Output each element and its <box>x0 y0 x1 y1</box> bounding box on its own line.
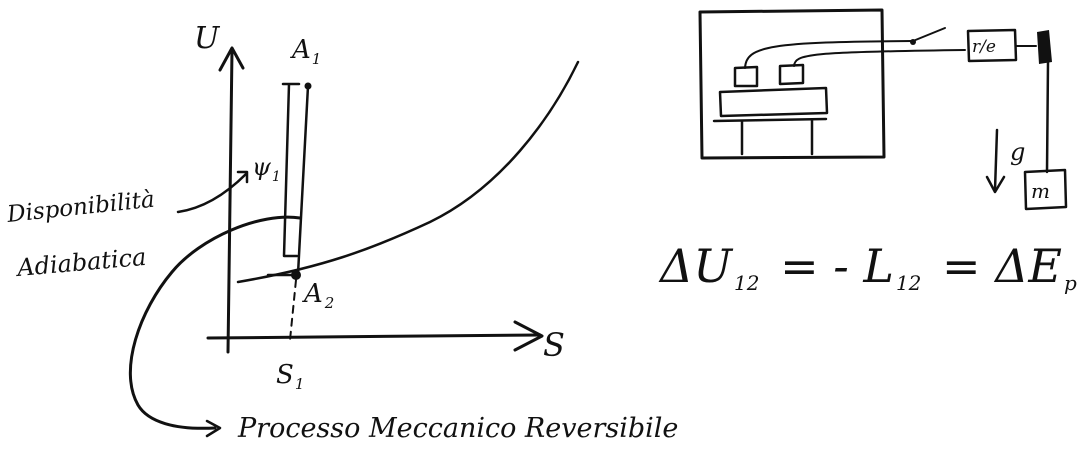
right-block <box>778 63 805 86</box>
a1-label: A1 <box>290 35 321 68</box>
availability-pointer <box>176 172 248 214</box>
point-a1 <box>304 82 312 90</box>
switch-lever <box>912 27 946 42</box>
s-axis-arrowhead <box>513 320 544 352</box>
wire-left <box>744 40 913 69</box>
process-label: Processo Meccanico Reversibile <box>237 413 678 444</box>
gravity-arrow <box>993 128 999 192</box>
rope <box>1045 60 1050 174</box>
apparatus-sketch: r/e m g <box>698 8 1068 211</box>
s-axis <box>206 333 542 340</box>
process-curve <box>128 215 302 430</box>
psi-label: ψ1 <box>252 153 281 185</box>
switch-box <box>966 28 1018 63</box>
pulley <box>1037 30 1052 64</box>
platform-block <box>718 86 829 118</box>
availability-arrowhead <box>236 170 249 184</box>
s1-dashed-line <box>289 279 297 341</box>
availability-label-line2: Adiabatica <box>14 243 147 282</box>
support-legs <box>740 118 814 156</box>
process-arrowhead <box>205 419 222 438</box>
s1-label: S1 <box>276 360 304 393</box>
switch-label: r/e <box>972 37 996 57</box>
support-bar <box>712 117 828 123</box>
equilibrium-curve <box>236 60 580 284</box>
point-a2 <box>291 270 301 280</box>
availability-label-line1: Disponibilità <box>5 187 156 228</box>
mass-box <box>1023 168 1068 211</box>
u-axis-label: U <box>194 21 221 56</box>
gravity-arrowhead <box>985 175 1006 194</box>
gravity-label: g <box>1010 138 1025 166</box>
s-axis-label: S <box>543 326 565 364</box>
enclosure-box <box>698 8 886 160</box>
left-block <box>733 65 759 88</box>
a1-vertical-line <box>296 84 310 276</box>
mass-label: m <box>1031 179 1050 203</box>
bracket-line <box>281 82 301 258</box>
u-axis-arrowhead <box>218 46 245 72</box>
u-axis <box>226 48 234 354</box>
wire-right <box>793 49 966 67</box>
